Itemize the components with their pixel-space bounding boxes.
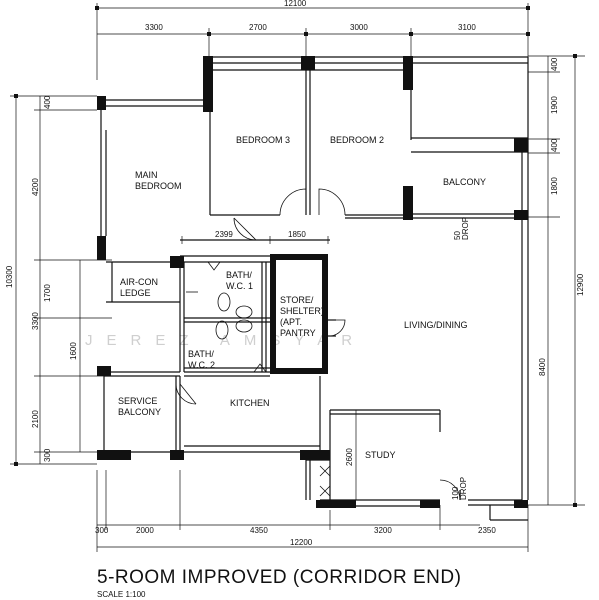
dim-bottom-5: 2350 (478, 526, 496, 535)
room-bath2-line1: BATH/ (188, 349, 214, 359)
room-store-line4: PANTRY (280, 328, 316, 338)
dim-right-5: 8400 (538, 358, 547, 376)
drop-100-value: 100 (451, 486, 460, 500)
dim-interior-3: 2600 (345, 448, 354, 466)
room-main-bedroom-line2: BEDROOM (135, 181, 182, 191)
drop-100-label: DROP (459, 477, 468, 500)
dim-right-2: 1900 (550, 96, 559, 114)
dim-left-6: 2100 (31, 410, 40, 428)
dim-bottom-3: 4350 (250, 526, 268, 535)
dim-interior-2: 1850 (288, 230, 306, 239)
room-service-balcony-line1: SERVICE (118, 396, 157, 406)
dim-bottom-2: 2000 (136, 526, 154, 535)
dim-left-4: 3300 (31, 312, 40, 330)
dim-bottom-4: 3200 (374, 526, 392, 535)
dim-top-2: 2700 (249, 23, 267, 32)
room-study: STUDY (365, 450, 396, 460)
dim-left-2: 4200 (31, 178, 40, 196)
room-store-line2: SHELTER) (280, 306, 324, 316)
dim-right-3: 400 (550, 138, 559, 152)
room-service-balcony-line2: BALCONY (118, 407, 161, 417)
dim-left-5: 1600 (69, 342, 78, 360)
drop-50-value: 50 (453, 231, 462, 240)
dim-right-outer: 12900 (576, 273, 585, 296)
room-bath2-line2: W.C. 2 (188, 360, 215, 370)
room-bedroom2: BEDROOM 2 (330, 135, 384, 145)
doors (175, 188, 461, 501)
room-aircon-ledge-line1: AIR-CON (120, 277, 158, 287)
room-store-line3: (APT. (280, 317, 302, 327)
dim-right-1: 400 (550, 57, 559, 71)
dim-bottom-total: 12200 (290, 538, 313, 547)
room-bath1-line1: BATH/ (226, 270, 252, 280)
dim-right-4: 1800 (550, 177, 559, 195)
room-bedroom3: BEDROOM 3 (236, 135, 290, 145)
dim-left-1: 400 (43, 95, 52, 109)
plan-title: 5-ROOM IMPROVED (CORRIDOR END) (97, 567, 461, 588)
room-kitchen: KITCHEN (230, 398, 270, 408)
room-main-bedroom-line1: MAIN (135, 170, 158, 180)
dim-left-3: 1700 (43, 284, 52, 302)
dim-top-3: 3000 (350, 23, 368, 32)
drop-50-label: DROP (461, 217, 470, 240)
dim-left-outer: 10300 (5, 265, 14, 288)
dimension-lines (10, 3, 585, 552)
dim-bottom-1: 300 (95, 526, 109, 535)
dim-top-total: 12100 (284, 0, 307, 8)
bath-fixtures (186, 291, 253, 340)
room-store-line1: STORE/ (280, 295, 314, 305)
room-living-dining: LIVING/DINING (404, 320, 468, 330)
dim-interior-1: 2399 (215, 230, 233, 239)
room-aircon-ledge-line2: LEDGE (120, 288, 151, 298)
room-bath1-line2: W.C. 1 (226, 281, 253, 291)
dim-top-1: 3300 (145, 23, 163, 32)
structural-columns (97, 56, 528, 508)
room-balcony: BALCONY (443, 177, 486, 187)
dim-top-4: 3100 (458, 23, 476, 32)
dimension-ticks (14, 6, 577, 507)
watermark: JEREZ AMSYAR (85, 332, 366, 349)
dim-left-7: 300 (43, 448, 52, 462)
plan-scale: SCALE 1:100 (97, 590, 146, 599)
